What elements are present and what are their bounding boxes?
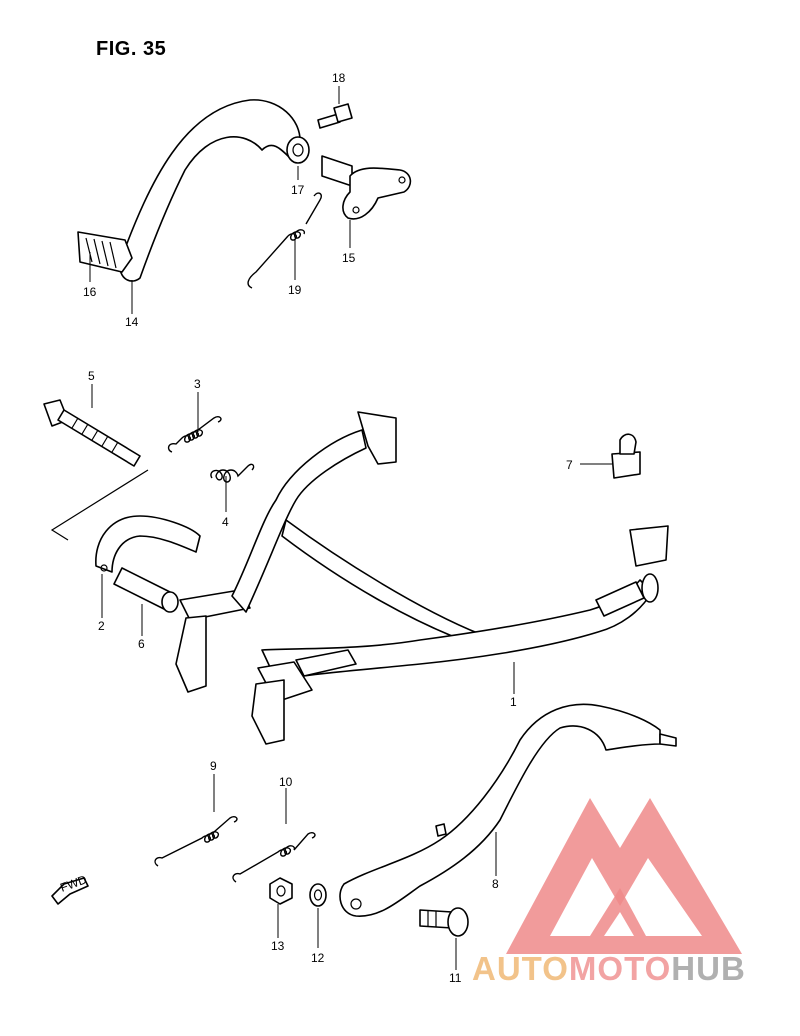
watermark-moto: MOTO <box>568 950 672 987</box>
callout-10: 10 <box>279 775 293 789</box>
part-16-shift-peg <box>77 231 133 273</box>
callout-18: 18 <box>332 71 346 85</box>
callout-11: 11 <box>449 971 462 985</box>
callout-17: 17 <box>291 183 305 197</box>
part-9-spring <box>154 815 238 867</box>
watermark-hub: HUB <box>671 950 746 987</box>
watermark-logo <box>506 798 742 954</box>
callout-7: 7 <box>566 458 573 472</box>
part-2-bracket <box>95 515 201 573</box>
part-18-bolt <box>317 103 353 129</box>
part-15-shift-arm <box>321 155 412 220</box>
part-7-stopper <box>611 433 641 479</box>
part-5-stand-bolt <box>43 399 141 467</box>
figure-title: FIG. 35 <box>96 38 167 60</box>
fwd-direction-marker: FWD <box>51 872 89 905</box>
part-3-spring <box>167 415 222 453</box>
part-6-collar <box>113 567 179 613</box>
part-19-spring <box>247 192 323 289</box>
part-13-nut <box>269 877 293 905</box>
part-12-washer <box>309 883 327 907</box>
callout-15: 15 <box>342 251 356 265</box>
callout-8: 8 <box>492 877 499 891</box>
callout-1: 1 <box>510 695 517 709</box>
callout-2: 2 <box>98 619 105 633</box>
watermark-auto: AUTO <box>472 950 569 987</box>
watermark-text: AUTOMOTOHUB <box>472 950 746 988</box>
callout-4: 4 <box>222 515 229 529</box>
leader-lines <box>89 86 612 970</box>
callout-14: 14 <box>125 315 139 329</box>
part-11-pivot-bolt <box>419 907 469 937</box>
callout-19: 19 <box>288 283 302 297</box>
callout-6: 6 <box>138 637 145 651</box>
part-14-shift-lever <box>119 99 301 282</box>
callout-13: 13 <box>271 939 285 953</box>
part-17-washer <box>286 136 310 164</box>
part-10-spring <box>232 831 316 883</box>
guide-line <box>50 469 149 541</box>
callout-9: 9 <box>210 759 217 773</box>
callout-3: 3 <box>194 377 201 391</box>
callout-16: 16 <box>83 285 97 299</box>
callout-5: 5 <box>88 369 95 383</box>
callout-12: 12 <box>311 951 325 965</box>
part-4-spring <box>210 463 255 483</box>
part-8-brake-pedal <box>339 703 677 917</box>
part-1-center-stand <box>175 411 669 745</box>
